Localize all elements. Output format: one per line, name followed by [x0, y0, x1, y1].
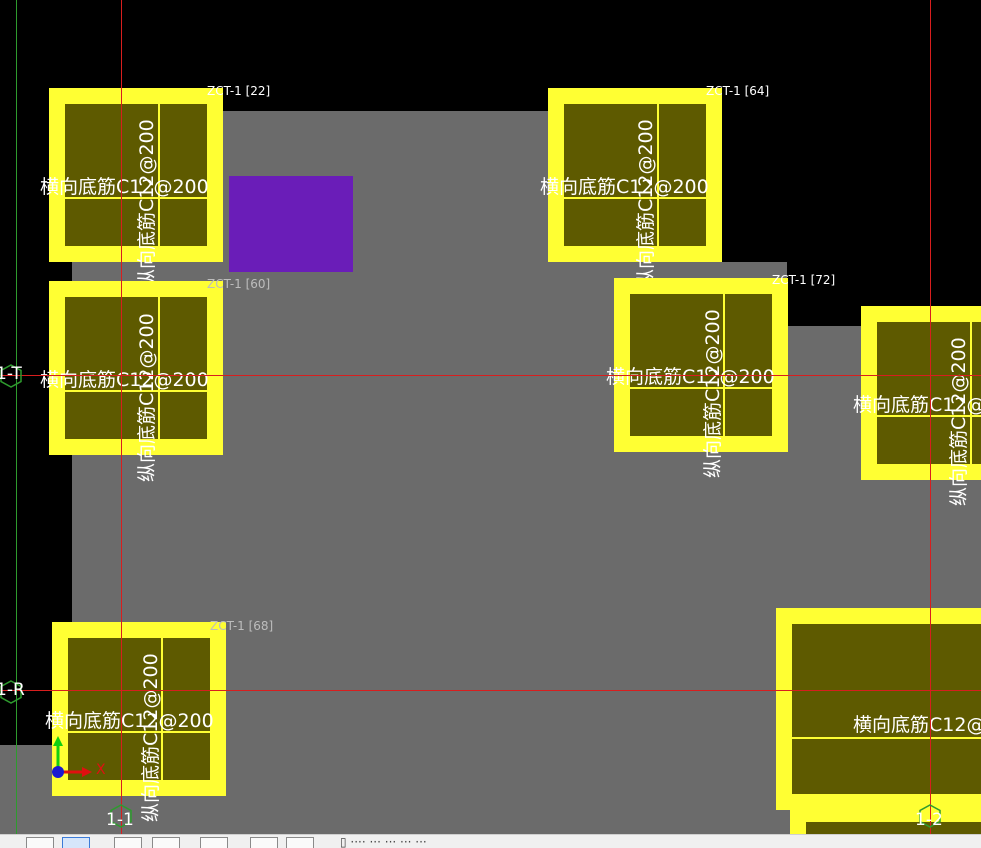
toolbar-button-2[interactable]: [62, 837, 90, 848]
green-reference-line: [16, 0, 17, 834]
status-text: ▯ ···· ··· ··· ··· ···: [340, 835, 427, 848]
footing-60[interactable]: [49, 281, 223, 455]
column-block[interactable]: [229, 176, 353, 272]
hexagon-icon: [919, 804, 941, 828]
rebar-label-transverse: 横向底筋C12@200: [45, 710, 214, 732]
rebar-label-longitudinal: 纵向底筋C12@200: [702, 309, 724, 478]
footing-72[interactable]: [614, 278, 788, 452]
grid-label-1-2: 1-2: [915, 810, 943, 830]
toolbar-button-1[interactable]: [26, 837, 54, 848]
footing-rebar-line: [792, 737, 981, 739]
rebar-label-longitudinal: 纵向底筋C12@200: [136, 119, 158, 288]
grid-label-1-T: 1-T: [0, 364, 22, 384]
rebar-label-transverse: 横向底筋C12@200: [40, 369, 209, 391]
footing-22[interactable]: [49, 88, 223, 262]
footing-64[interactable]: [548, 88, 722, 262]
hexagon-icon: [110, 804, 132, 828]
footing-right-partial[interactable]: [861, 306, 981, 480]
footing-rebar-line: [158, 104, 160, 246]
footing-rebar-line: [877, 415, 981, 417]
toolbar-button-5[interactable]: [200, 837, 228, 848]
footing-tag-68: ZCT-1 [68]: [210, 619, 274, 633]
footing-rebar-line: [68, 731, 210, 733]
bottom-toolbar: ▯ ···· ··· ··· ··· ···: [0, 834, 981, 848]
hexagon-icon: [0, 680, 22, 704]
footing-rebar-line: [630, 387, 772, 389]
footing-rebar-line: [657, 104, 659, 246]
slab-lip: [698, 262, 787, 278]
footing-rebar-line: [65, 197, 207, 199]
footing-rebar-line: [564, 197, 706, 199]
rebar-label-transverse: 横向底筋C12@200: [853, 714, 981, 736]
ucs-axis-icon: [52, 736, 92, 778]
rebar-label-transverse: 横向底筋C12@200: [853, 394, 981, 416]
rebar-label-longitudinal: 纵向底筋C12@200: [948, 337, 970, 506]
toolbar-button-4[interactable]: [152, 837, 180, 848]
footing-68[interactable]: [52, 622, 226, 796]
footing-tag-72: ZCT-1 [72]: [772, 273, 836, 287]
toolbar-button-3[interactable]: [114, 837, 142, 848]
grid-axis-1-R: [0, 690, 981, 691]
hexagon-icon: [0, 364, 22, 388]
grid-axis-1-2: [930, 0, 931, 834]
footing-tag-64: ZCT-1 [64]: [706, 84, 770, 98]
grid-axis-1-1: [121, 0, 122, 834]
slab-cutout-top-right-2: [787, 111, 981, 326]
footing-large-partial[interactable]: [776, 608, 981, 810]
rebar-label-longitudinal: 纵向底筋C12@200: [140, 653, 162, 822]
rebar-label-longitudinal: 纵向底筋C12@200: [635, 119, 657, 288]
footing-tag-60: ZCT-1 [60]: [207, 277, 271, 291]
footing-tag-22: ZCT-1 [22]: [207, 84, 271, 98]
rebar-label-transverse: 横向底筋C12@200: [606, 366, 775, 388]
footing-rebar-line: [723, 294, 725, 436]
footing-rebar-line: [65, 390, 207, 392]
grid-label-1-R: 1-R: [0, 680, 25, 700]
footing-large-lower-partial[interactable]: [790, 806, 981, 834]
grid-label-1-1: 1-1: [106, 810, 134, 830]
toolbar-button-7[interactable]: [286, 837, 314, 848]
rebar-label-longitudinal: 纵向底筋C12@200: [136, 313, 158, 482]
footing-rebar-line: [158, 297, 160, 439]
rebar-label-transverse: 横向底筋C12@200: [540, 176, 709, 198]
grid-axis-1-T: [0, 375, 981, 376]
footing-rebar-line: [161, 638, 163, 780]
rebar-label-transverse: 横向底筋C12@200: [40, 176, 209, 198]
footing-rebar-line: [970, 322, 972, 464]
ucs-x-label: X: [96, 762, 106, 778]
toolbar-button-6[interactable]: [250, 837, 278, 848]
